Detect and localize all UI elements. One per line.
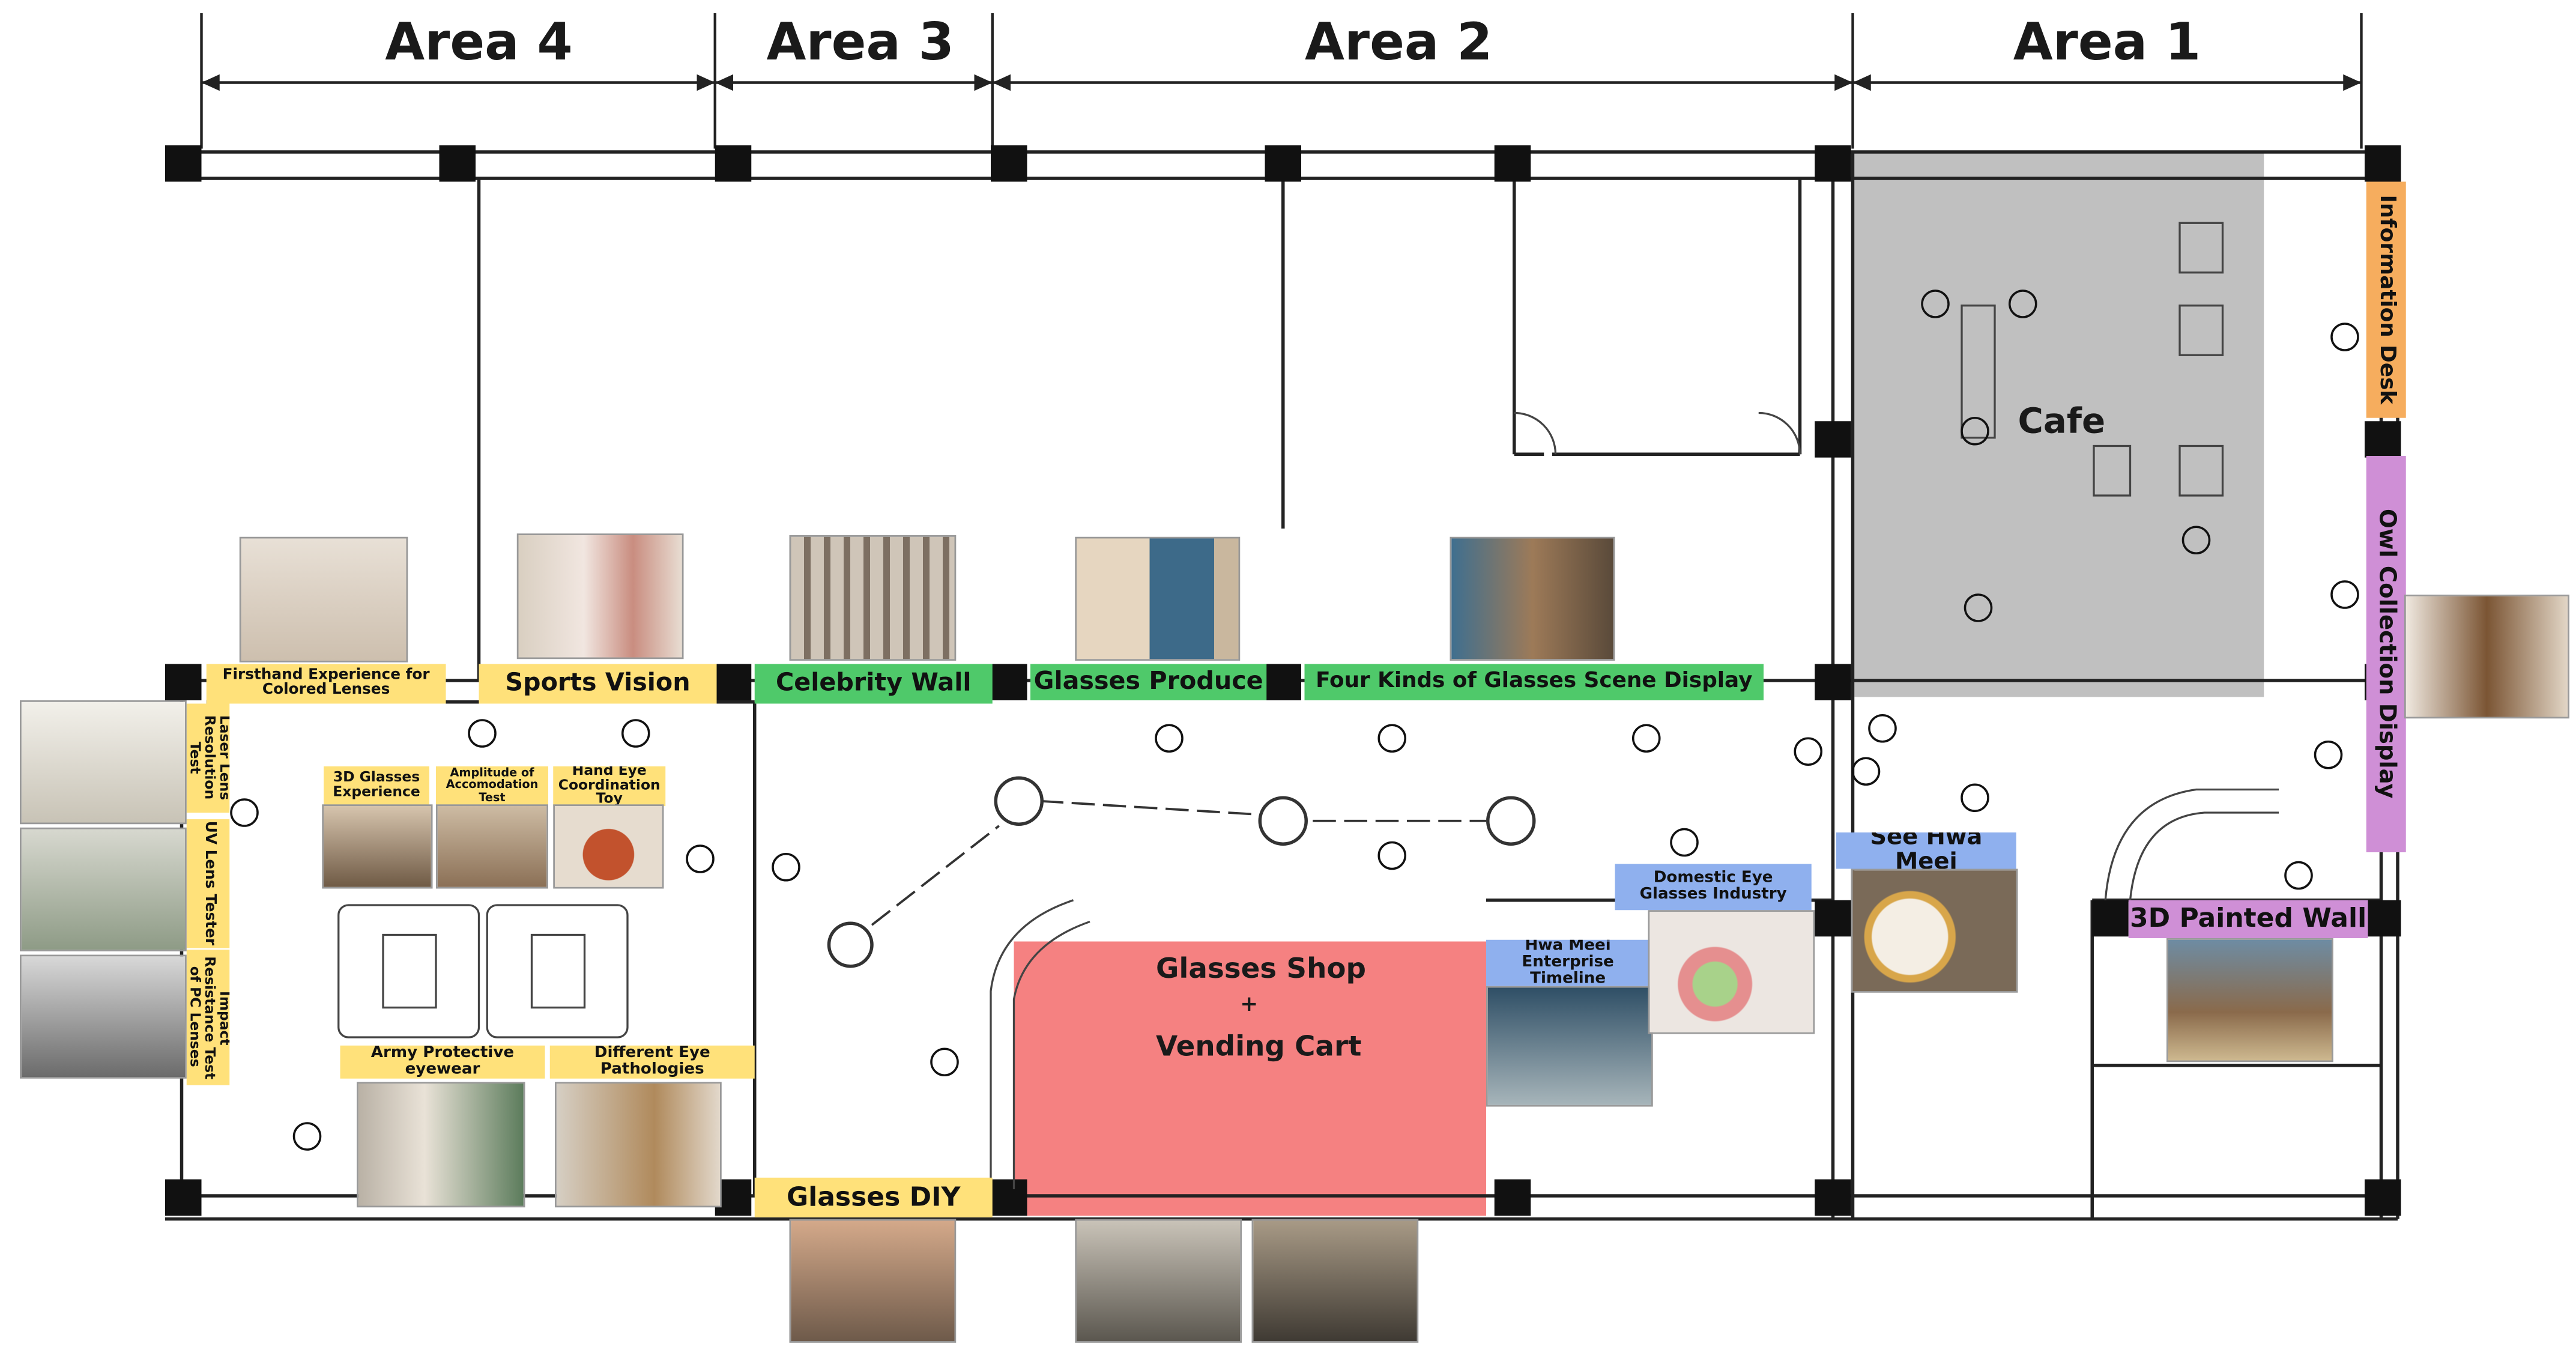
view-markers: [230, 289, 2359, 1151]
firsthand-colored-lenses-label: Firsthand Experience for Colored Lenses: [206, 664, 446, 704]
3d-glasses-label: 3D Glasses Experience: [324, 766, 429, 806]
sports-vision-photo: [516, 533, 684, 659]
eye-pathologies-label: Different Eye Pathologies: [549, 1045, 755, 1079]
3d-painted-wall-photo: [2166, 938, 2333, 1063]
exhibit-path: [871, 799, 1486, 926]
vending-cart-label: Vending Cart: [1156, 1031, 1362, 1064]
amplitude-photo: [436, 804, 548, 889]
four-kinds-scene-label: Four Kinds of Glasses Scene Display: [1304, 664, 1764, 700]
army-eyewear-label: Army Protective eyewear: [340, 1045, 545, 1079]
cafe-label: Cafe: [2018, 401, 2106, 441]
area-3-label: Area 3: [766, 13, 954, 73]
glasses-diy-photo: [789, 1219, 957, 1343]
laser-lens-photo: [20, 700, 187, 825]
enterprise-timeline-label: Hwa Meei Enterprise Timeline: [1486, 939, 1650, 986]
glasses-shop-zone: [1014, 941, 1486, 1216]
glasses-diy-label: Glasses DIY: [754, 1177, 993, 1217]
hand-eye-label: Hand Eye Coordination Toy: [553, 766, 666, 806]
glasses-shop-photo-1: [1075, 1219, 1242, 1343]
enterprise-timeline-photo: [1486, 986, 1653, 1107]
3d-painted-wall-label: 3D Painted Wall: [2128, 900, 2368, 938]
exhibit-rings: [827, 776, 1536, 968]
area-4-label: Area 4: [385, 13, 573, 73]
amplitude-label: Amplitude of Accomodation Test: [436, 766, 548, 806]
owl-collection-photo: [2404, 595, 2569, 719]
information-desk-label: Information Desk: [2366, 181, 2406, 418]
firsthand-photo: [239, 536, 408, 662]
owl-collection-label: Owl Collection Display: [2366, 456, 2406, 852]
glasses-shop-photo-2: [1251, 1219, 1419, 1343]
sports-vision-label: Sports Vision: [479, 664, 717, 704]
glasses-produce-label: Glasses Produce: [1030, 664, 1267, 700]
domestic-industry-label: Domestic Eye Glasses Industry: [1615, 864, 1812, 911]
cafe-zone: [1854, 152, 2264, 697]
see-hwa-meei-label: See Hwa Meei: [1836, 832, 2016, 869]
laser-lens-label: Laser Lens Resolution Test: [186, 703, 230, 813]
celebrity-wall-label: Celebrity Wall: [754, 664, 993, 704]
glasses-shop-label: Glasses Shop: [1156, 953, 1366, 986]
area-2-label: Area 2: [1305, 13, 1493, 73]
impact-resistance-photo: [20, 954, 187, 1079]
see-hwa-meei-photo: [1851, 868, 2018, 993]
impact-resistance-label: Impact Resistance Test of PC Lenses: [186, 950, 230, 1085]
interior-fixtures: [337, 222, 2279, 1189]
eye-pathologies-photo: [555, 1082, 722, 1208]
3d-glasses-photo: [322, 804, 433, 889]
glasses-produce-photo: [1075, 536, 1241, 661]
area-1-label: Area 1: [2013, 13, 2201, 73]
army-eyewear-photo: [357, 1082, 525, 1208]
glasses-shop-plus: +: [1240, 992, 1259, 1017]
area-dimension-lines: [200, 13, 2363, 149]
hand-eye-photo: [553, 804, 664, 889]
structural-columns: [165, 145, 2401, 1216]
uv-lens-photo: [20, 827, 187, 951]
arrowheads: [201, 74, 2362, 91]
domestic-industry-photo: [1648, 910, 1815, 1034]
four-kinds-photo: [1450, 536, 1615, 661]
celebrity-wall-photo: [789, 535, 957, 661]
uv-lens-label: UV Lens Tester: [186, 819, 230, 948]
